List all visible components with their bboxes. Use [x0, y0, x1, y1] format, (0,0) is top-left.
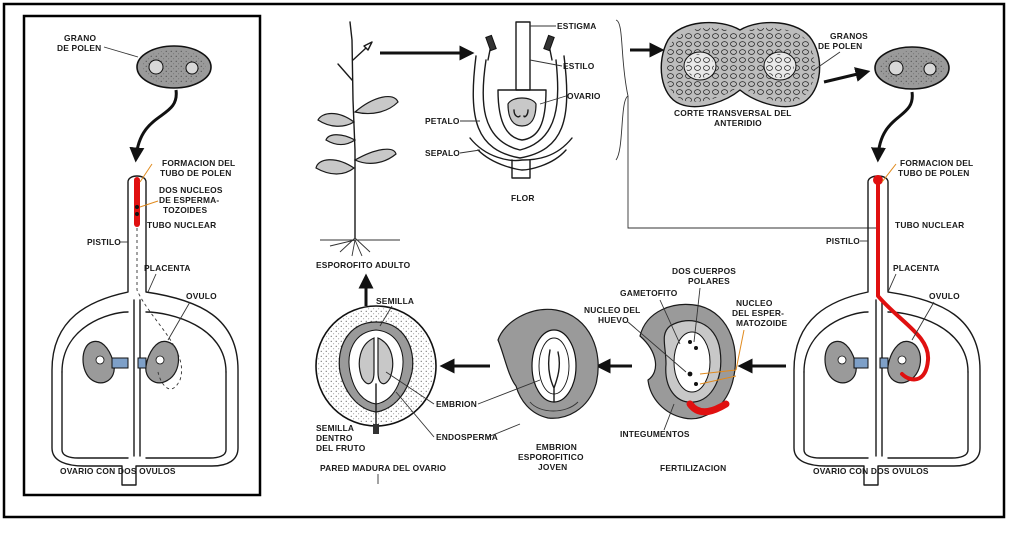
label-grano: GRANO — [64, 33, 96, 43]
pollen-tube-red-right — [876, 178, 931, 382]
label-de-polen: DE POLEN — [57, 43, 101, 53]
label-nucleo-del: NUCLEO DEL — [584, 305, 640, 315]
label-integumentos: INTEGUMENTOS — [620, 429, 690, 439]
pistil-left — [51, 175, 239, 486]
label-semilla: SEMILLA — [376, 296, 414, 306]
label-pared-madura: PARED MADURA DEL OVARIO — [320, 463, 446, 473]
fertilization-ovule — [639, 303, 737, 420]
left-panel-frame — [22, 14, 262, 497]
label-placenta-left: PLACENTA — [144, 263, 191, 273]
seed-in-fruit — [315, 305, 437, 434]
label-huevo: HUEVO — [598, 315, 629, 325]
arrow-anther-to-pollen — [823, 67, 871, 84]
label-tozoides-left: TOZOIDES — [163, 205, 207, 215]
label-gametofito: GAMETOFITO — [620, 288, 678, 298]
label-formacion-left: FORMACION DEL — [162, 158, 235, 168]
label-nucleo-esp: NUCLEO — [736, 298, 773, 308]
label-ovario-flor: OVARIO — [567, 91, 601, 101]
label-ovario-left: OVARIO CON DOS OVULOS — [60, 466, 176, 476]
label-embrion-joven-2: ESPOROFITICO — [518, 452, 584, 462]
label-embrion: EMBRION — [436, 399, 477, 409]
label-dos-cuerpos: DOS CUERPOS — [672, 266, 736, 276]
label-estigma: ESTIGMA — [557, 21, 597, 31]
label-tubo-polen-left: TUBO DE POLEN — [160, 168, 231, 178]
anther-cross-section — [660, 21, 821, 108]
label-formacion-right: FORMACION DEL — [900, 158, 973, 168]
label-corte-transversal: CORTE TRANSVERSAL DEL — [674, 108, 792, 118]
label-fertilizacion: FERTILIZACION — [660, 463, 726, 473]
label-esperma-left: DE ESPERMA- — [159, 195, 219, 205]
label-flor: FLOR — [511, 193, 535, 203]
label-ovulo-right: OVULO — [929, 291, 960, 301]
label-esporofito-adulto: ESPOROFITO ADULTO — [316, 260, 411, 270]
label-sepalo: SEPALO — [425, 148, 460, 158]
label-embrion-joven-1: EMBRION — [536, 442, 577, 452]
outer-frame — [2, 2, 1006, 519]
young-embryo — [497, 308, 599, 419]
label-petalo: PETALO — [425, 116, 460, 126]
label-tubo-nuclear-left: TUBO NUCLEAR — [147, 220, 216, 230]
label-ovulo-left: OVULO — [186, 291, 217, 301]
adult-sporophyte-plant — [315, 21, 400, 257]
label-endosperma: ENDOSPERMA — [436, 432, 498, 442]
label-matozoide: MATOZOIDE — [736, 318, 787, 328]
label-tubo-polen-right: TUBO DE POLEN — [898, 168, 969, 178]
label-del-esper: DEL ESPER- — [732, 308, 784, 318]
right-panel: FORMACION DEL TUBO DE POLEN TUBO NUCLEAR… — [793, 158, 981, 486]
label-semilla-fruto-2: DENTRO — [316, 433, 353, 443]
arrow-pollen-to-pistil-right — [870, 91, 914, 163]
label-tubo-nuclear-right: TUBO NUCLEAR — [895, 220, 964, 230]
label-placenta-right: PLACENTA — [893, 263, 940, 273]
label-semilla-fruto-1: SEMILLA — [316, 423, 354, 433]
flower — [469, 21, 573, 179]
label-anteridio: ANTERIDIO — [714, 118, 762, 128]
pollen-grain-left — [136, 45, 212, 89]
label-pistilo-left: PISTILO — [87, 237, 121, 247]
label-pistilo-right: PISTILO — [826, 236, 860, 246]
label-embrion-joven-3: JOVEN — [538, 462, 567, 472]
label-polares: POLARES — [688, 276, 730, 286]
label-granos-de-polen: DE POLEN — [818, 41, 862, 51]
label-dos-nucleos-left: DOS NUCLEOS — [159, 185, 223, 195]
label-granos: GRANOS — [830, 31, 868, 41]
label-estilo: ESTILO — [563, 61, 595, 71]
left-panel: GRANO DE POLEN FORMACION DEL TUBO DE POL… — [51, 33, 239, 486]
pollen-grain-right — [874, 46, 950, 90]
arrow-pollen-to-pistil-left — [129, 89, 178, 163]
label-semilla-fruto-3: DEL FRUTO — [316, 443, 366, 453]
label-ovario-right: OVARIO CON DOS OVULOS — [813, 466, 929, 476]
